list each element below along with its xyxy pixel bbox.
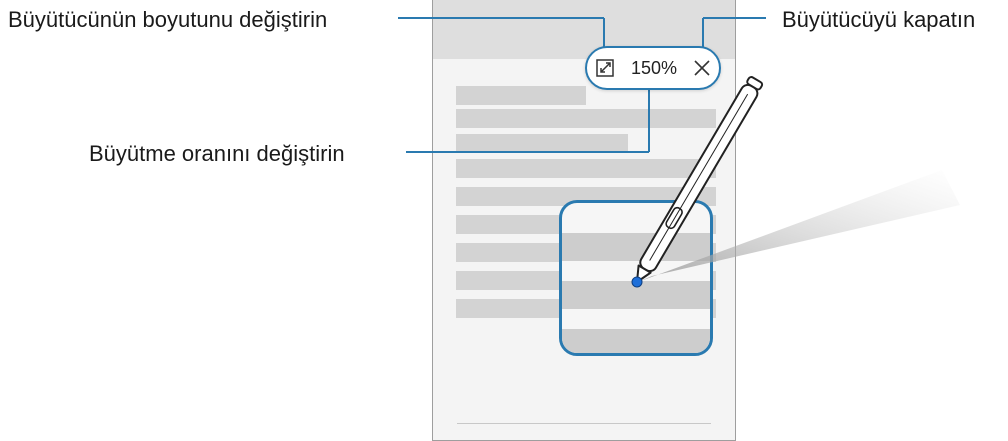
text-line <box>456 134 628 153</box>
magnifier-toolbar <box>585 46 721 90</box>
text-line <box>456 86 586 105</box>
s-pen <box>636 76 764 283</box>
resize-callout-label: Büyütücünün boyutunu değiştirin <box>8 7 328 32</box>
close-button[interactable] <box>690 56 714 80</box>
magnified-text-line <box>562 233 710 261</box>
zoom-ratio-button[interactable]: 150% <box>630 58 678 78</box>
resize-icon <box>596 59 614 77</box>
pen-shadow <box>638 170 960 282</box>
pen-pointer-dot <box>631 276 643 288</box>
divider <box>457 423 711 424</box>
resize-button[interactable] <box>594 56 618 80</box>
magnified-text-line <box>562 329 710 353</box>
close-callout-label: Büyütücüyü kapatın <box>782 7 976 32</box>
text-line <box>456 109 716 128</box>
zoom-ratio-callout-label: Büyütme oranını değiştirin <box>89 141 345 166</box>
close-icon <box>694 60 710 76</box>
text-line <box>456 159 716 178</box>
